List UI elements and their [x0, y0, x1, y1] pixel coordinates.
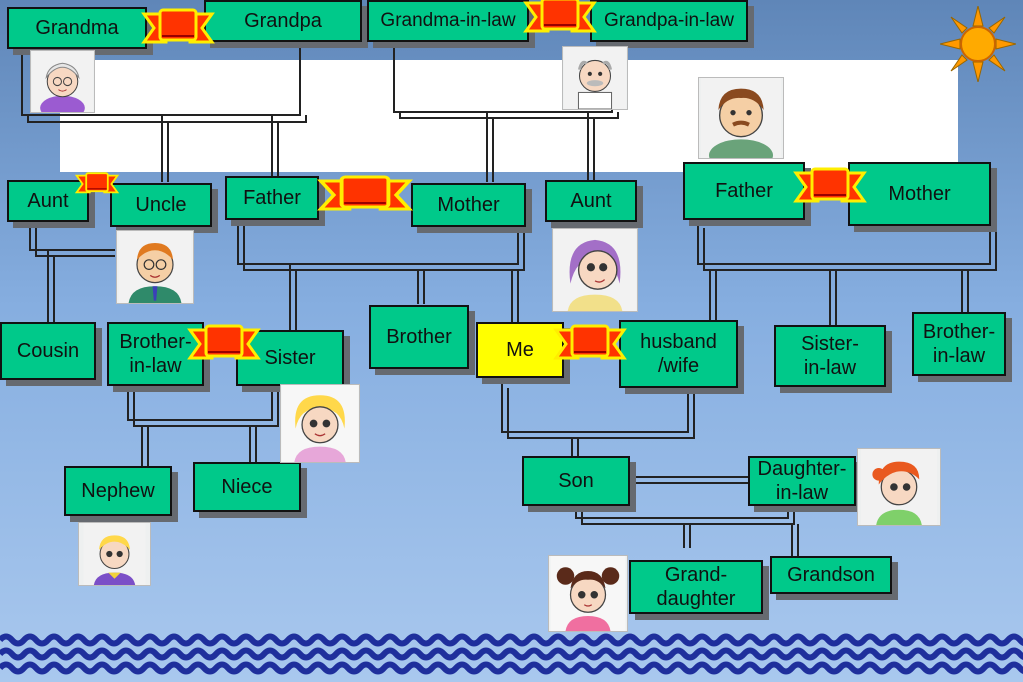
wave-border: [0, 633, 1023, 675]
grandpa-in-law-portrait: [562, 46, 628, 110]
brother-in-law-right-box[interactable]: Brother-in-law: [912, 312, 1006, 376]
aunt-right-box[interactable]: Aunt: [545, 180, 637, 222]
brother-in-law-left-box[interactable]: Brother-in-law: [107, 322, 204, 386]
uncle-box[interactable]: Uncle: [110, 183, 212, 227]
father-in-law-portrait: [698, 77, 784, 159]
cousin-box[interactable]: Cousin: [0, 322, 96, 380]
brother-box[interactable]: Brother: [369, 305, 469, 369]
sister-in-law-line1: Sister-: [801, 333, 859, 355]
me-label: Me: [506, 339, 534, 361]
sister-in-law-box[interactable]: Sister-in-law: [774, 325, 886, 387]
header-band: [60, 60, 958, 172]
aunt-right-label: Aunt: [570, 190, 612, 212]
grandma-in-law-label: Grandma-in-law: [380, 9, 516, 31]
grandson-box[interactable]: Grandson: [770, 556, 892, 594]
mother-label: Mother: [437, 194, 500, 216]
mother-in-law-box[interactable]: Mother: [848, 162, 991, 226]
grandpa-box[interactable]: Grandpa: [204, 0, 362, 42]
father-in-law-box[interactable]: Father: [683, 162, 805, 220]
cousin-label: Cousin: [16, 340, 80, 362]
sister-portrait: [280, 384, 360, 463]
daughter-in-law-box[interactable]: Daughter-in-law: [748, 456, 856, 506]
spouse-line1: husband: [640, 331, 717, 353]
mother-box[interactable]: Mother: [411, 183, 526, 227]
me-box[interactable]: Me: [476, 322, 564, 378]
grandpa-in-law-label: Grandpa-in-law: [604, 9, 734, 31]
father-in-law-label: Father: [715, 180, 773, 202]
brother-in-law-right-line1: Brother-: [922, 321, 996, 343]
grandma-portrait: [30, 50, 95, 113]
son-box[interactable]: Son: [522, 456, 630, 506]
niece-label: Niece: [221, 476, 273, 498]
granddaughter-portrait: [548, 555, 628, 632]
grandson-label: Grandson: [787, 564, 875, 586]
sister-in-law-line2: in-law: [803, 357, 857, 379]
spouse-line2: /wife: [657, 355, 700, 377]
grandma-box[interactable]: Grandma: [7, 7, 147, 49]
granddaughter-line1: Grand-: [664, 564, 728, 586]
aunt-left-label: Aunt: [27, 190, 69, 212]
brother-in-law-right-line2: in-law: [932, 345, 986, 367]
son-label: Son: [558, 470, 594, 492]
brother-label: Brother: [386, 326, 452, 348]
uncle-label: Uncle: [135, 194, 187, 216]
nephew-box[interactable]: Nephew: [64, 466, 172, 516]
marriage-ribbon-icon: [554, 324, 626, 360]
nephew-portrait: [78, 522, 151, 586]
marriage-ribbon-icon: [142, 8, 214, 44]
marriage-ribbon-icon: [524, 0, 596, 33]
grandma-label: Grandma: [35, 17, 119, 39]
daughter-in-law-portrait: [857, 448, 941, 526]
father-label: Father: [243, 187, 301, 209]
father-box[interactable]: Father: [225, 176, 319, 220]
sister-box[interactable]: Sister: [236, 330, 344, 386]
daughter-in-law-line1: Daughter-: [757, 458, 847, 480]
aunt-left-box[interactable]: Aunt: [7, 180, 89, 222]
brother-in-law-left-line1: Brother-: [119, 331, 192, 353]
grandpa-label: Grandpa: [244, 10, 322, 32]
spouse-box[interactable]: husband/wife: [619, 320, 738, 388]
daughter-in-law-line2: in-law: [775, 482, 829, 504]
grandpa-in-law-box[interactable]: Grandpa-in-law: [590, 0, 748, 42]
granddaughter-box[interactable]: Grand-daughter: [629, 560, 763, 614]
marriage-ribbon-icon: [318, 175, 412, 211]
sister-label: Sister: [264, 347, 316, 369]
mother-in-law-label: Mother: [888, 183, 951, 205]
grandma-in-law-box[interactable]: Grandma-in-law: [367, 0, 529, 42]
uncle-portrait: [116, 230, 194, 304]
nephew-label: Nephew: [81, 480, 155, 502]
brother-in-law-left-line2: in-law: [129, 355, 182, 377]
niece-box[interactable]: Niece: [193, 462, 301, 512]
sun-icon: [940, 6, 1016, 82]
aunt-portrait: [552, 228, 638, 312]
granddaughter-line2: daughter: [656, 588, 736, 610]
